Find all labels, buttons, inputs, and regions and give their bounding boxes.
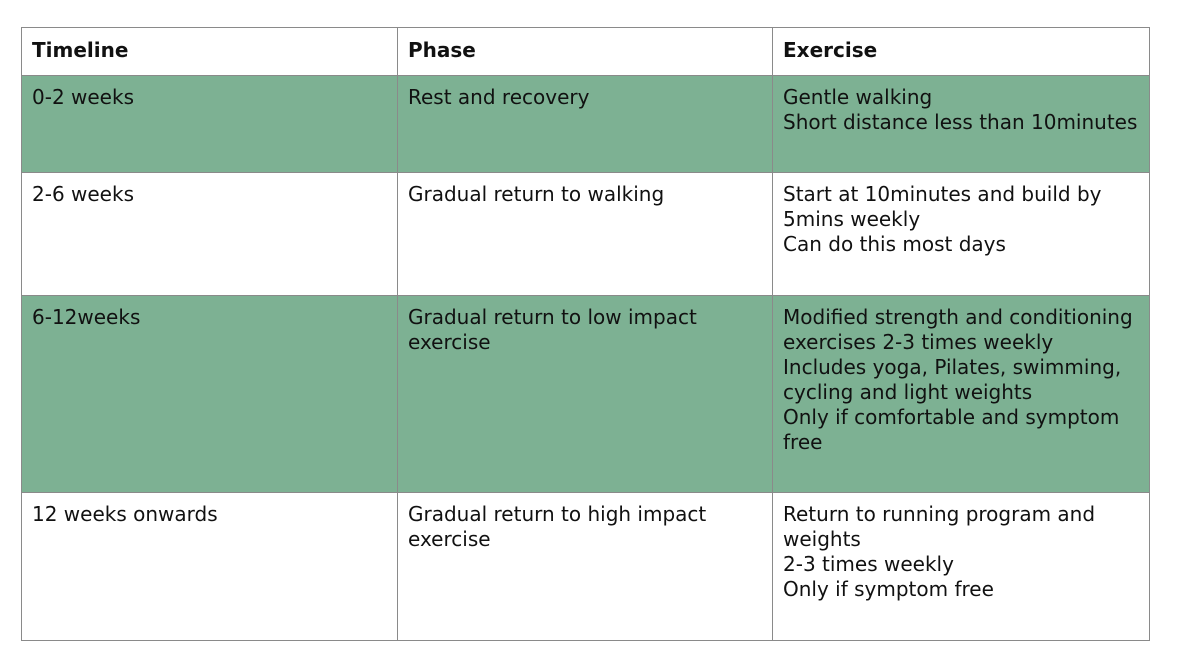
exercise-line: 2-3 times weekly <box>783 552 954 576</box>
exercise-line: Includes yoga, Pilates, swimming, cyclin… <box>783 355 1122 404</box>
exercise-cell: Return to running program and weights 2-… <box>772 492 1150 641</box>
exercise-cell: Modified strength and conditioning exerc… <box>772 295 1150 493</box>
timeline-cell: 6-12weeks <box>21 295 398 493</box>
table-row: 12 weeks onwards Gradual return to high … <box>21 492 1150 641</box>
exercise-line: Short distance less than 10minutes <box>783 110 1138 134</box>
phase-cell: Gradual return to walking <box>397 172 773 296</box>
header-phase: Phase <box>397 27 773 76</box>
exercise-cell: Gentle walking Short distance less than … <box>772 75 1150 173</box>
header-exercise: Exercise <box>772 27 1150 76</box>
exercise-line: Modified strength and conditioning exerc… <box>783 305 1133 354</box>
table-row: 0-2 weeks Rest and recovery Gentle walki… <box>21 75 1150 173</box>
table-header-row: Timeline Phase Exercise <box>21 27 1150 76</box>
exercise-line: Can do this most days <box>783 232 1006 256</box>
timeline-cell: 0-2 weeks <box>21 75 398 173</box>
header-timeline: Timeline <box>21 27 398 76</box>
exercise-line: Start at 10minutes and build by 5mins we… <box>783 182 1102 231</box>
exercise-line: Return to running program and weights <box>783 502 1096 551</box>
phase-cell: Gradual return to high impact exercise <box>397 492 773 641</box>
table-row: 2-6 weeks Gradual return to walking Star… <box>21 172 1150 296</box>
exercise-line: Only if symptom free <box>783 577 994 601</box>
exercise-cell: Start at 10minutes and build by 5mins we… <box>772 172 1150 296</box>
exercise-line: Only if comfortable and symptom free <box>783 405 1120 454</box>
table-row: 6-12weeks Gradual return to low impact e… <box>21 295 1150 493</box>
phase-cell: Rest and recovery <box>397 75 773 173</box>
timeline-cell: 2-6 weeks <box>21 172 398 296</box>
exercise-line: Gentle walking <box>783 85 933 109</box>
phase-cell: Gradual return to low impact exercise <box>397 295 773 493</box>
exercise-timeline-table: Timeline Phase Exercise 0-2 weeks Rest a… <box>21 27 1150 641</box>
timeline-cell: 12 weeks onwards <box>21 492 398 641</box>
